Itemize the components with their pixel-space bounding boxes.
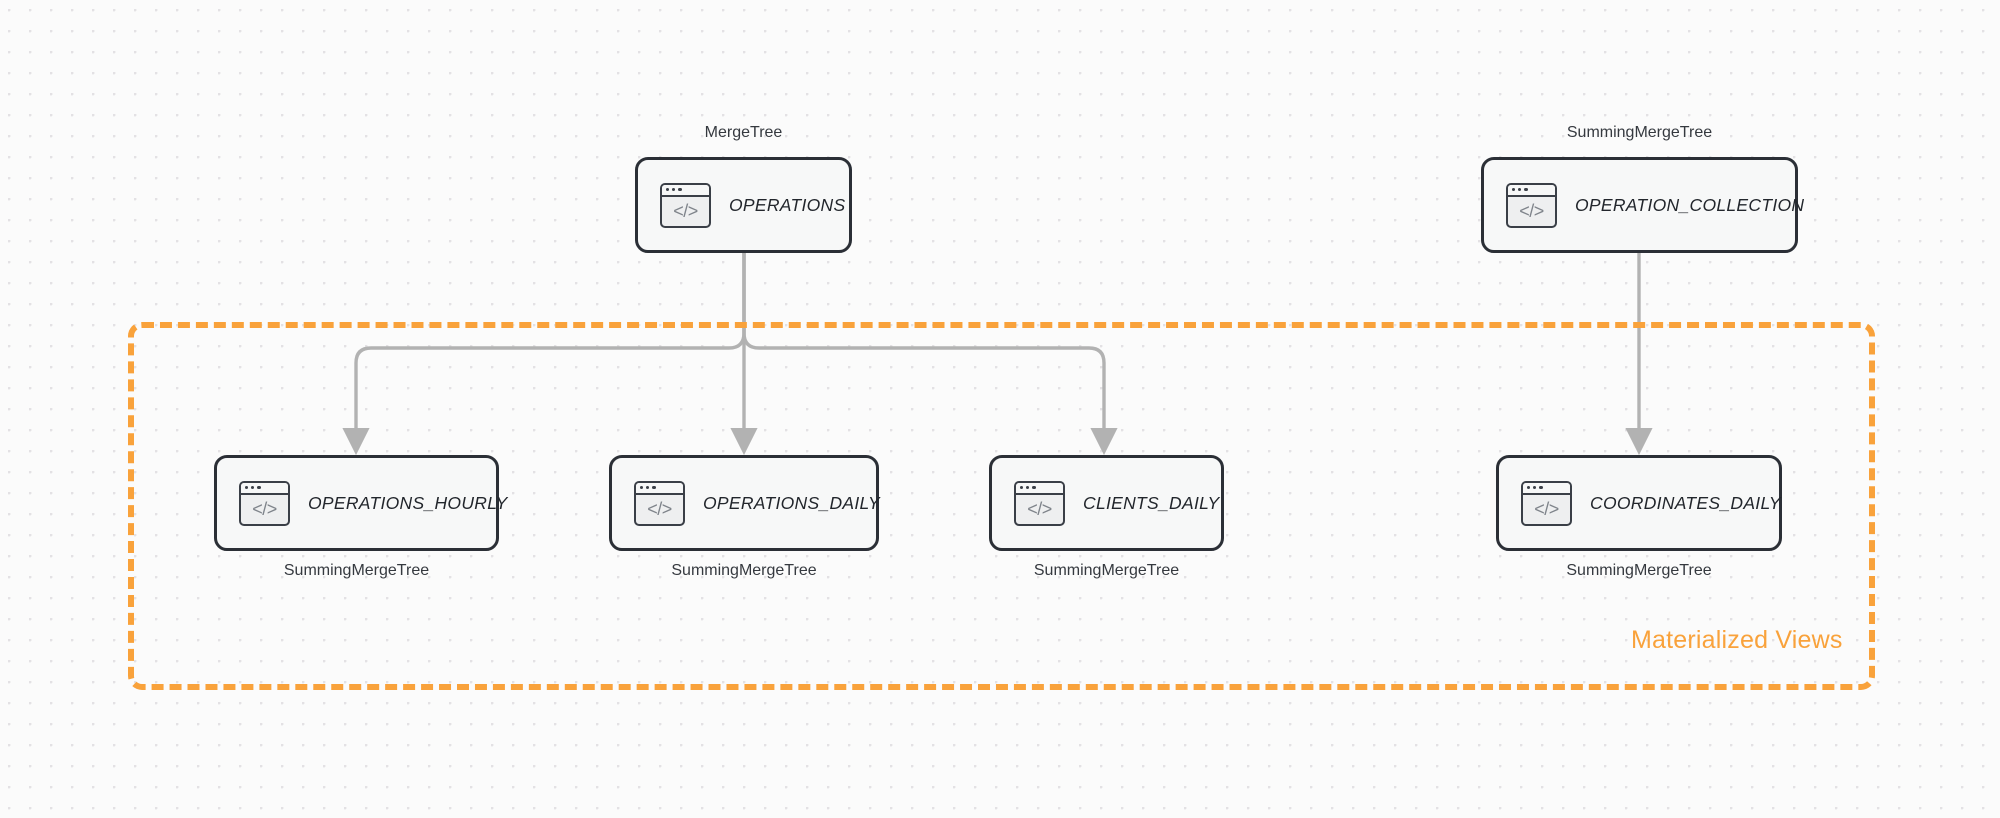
engine-caption-operations-daily: SummingMergeTree	[671, 562, 817, 579]
code-window-icon: </>	[1521, 480, 1572, 526]
icon-titlebar	[1016, 482, 1063, 495]
icon-titlebar	[1523, 482, 1570, 495]
icon-dot	[1518, 187, 1522, 192]
icon-dot	[1020, 485, 1024, 490]
icon-code-glyph: </>	[673, 201, 698, 221]
icon-dot	[1527, 485, 1531, 490]
icon-dot	[1032, 485, 1036, 490]
code-window-icon: </>	[634, 480, 685, 526]
node-clients-daily[interactable]: </> CLIENTS_DAILY	[989, 455, 1224, 551]
engine-caption-clients-daily: SummingMergeTree	[1033, 562, 1180, 579]
icon-code-glyph: </>	[647, 499, 672, 519]
node-label: CLIENTS_DAILY	[1083, 492, 1220, 513]
node-operations-hourly[interactable]: </> OPERATIONS_HOURLY	[214, 455, 507, 551]
icon-titlebar	[636, 482, 683, 495]
engine-caption-coordinates-daily: SummingMergeTree	[1566, 562, 1712, 579]
icon-dot	[666, 187, 670, 192]
code-window-icon: </>	[1506, 182, 1557, 228]
icon-dot	[1026, 485, 1030, 490]
node-label: OPERATIONS_HOURLY	[308, 492, 508, 513]
node-label: OPERATIONS	[729, 194, 846, 215]
code-window-icon: </>	[1014, 480, 1065, 526]
icon-titlebar	[241, 482, 288, 495]
icon-dot	[652, 485, 656, 490]
engine-caption-operation-collection: SummingMergeTree	[1566, 124, 1713, 141]
node-operation-collection[interactable]: </> OPERATION_COLLECTION	[1481, 157, 1804, 253]
materialized-views-group	[128, 322, 1875, 690]
materialized-views-group-label: Materialized Views	[1631, 626, 1843, 654]
engine-caption-operations: MergeTree	[704, 124, 783, 141]
icon-code-glyph: </>	[1534, 499, 1559, 519]
node-operations[interactable]: </> OPERATIONS	[635, 157, 852, 253]
icon-dot	[1512, 187, 1516, 192]
node-operations-daily[interactable]: </> OPERATIONS_DAILY	[609, 455, 880, 551]
icon-dot	[646, 485, 650, 490]
engine-caption-operations-hourly: SummingMergeTree	[283, 562, 430, 579]
node-label: OPERATIONS_DAILY	[703, 492, 880, 513]
icon-dot	[678, 187, 682, 192]
icon-dot	[1524, 187, 1528, 192]
icon-dot	[1533, 485, 1537, 490]
node-label: OPERATION_COLLECTION	[1575, 194, 1805, 215]
icon-titlebar	[1508, 184, 1555, 197]
icon-dot	[251, 485, 255, 490]
icon-dot	[640, 485, 644, 490]
icon-titlebar	[662, 184, 709, 197]
node-label: COORDINATES_DAILY	[1590, 492, 1781, 513]
icon-code-glyph: </>	[252, 499, 277, 519]
code-window-icon: </>	[660, 182, 711, 228]
icon-code-glyph: </>	[1027, 499, 1052, 519]
icon-code-glyph: </>	[1519, 201, 1544, 221]
node-coordinates-daily[interactable]: </> COORDINATES_DAILY	[1496, 455, 1782, 551]
icon-dot	[1539, 485, 1543, 490]
icon-dot	[257, 485, 261, 490]
icon-dot	[245, 485, 249, 490]
icon-dot	[672, 187, 676, 192]
code-window-icon: </>	[239, 480, 290, 526]
